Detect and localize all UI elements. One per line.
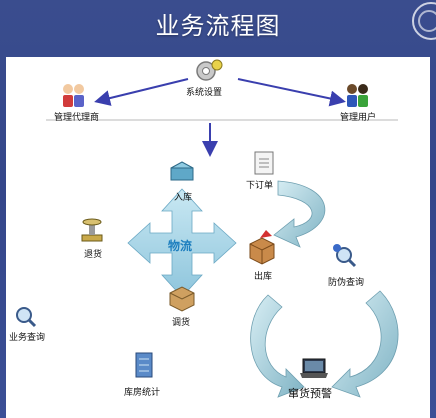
settings-to-agent-arrow [94, 78, 189, 106]
label-anti-counterfeit-query: 防伪查询 [328, 278, 365, 288]
label-stock-out: 出库 [254, 272, 273, 282]
label-logistics: 物流 [168, 239, 193, 253]
diagram-panel: 系统设置 管理代理商 管理用户 入库 下订单 物流 出库 退货 防伪查询 业务查… [6, 57, 430, 418]
label-agent-management: 管理代理商 [54, 113, 100, 123]
decorative-ring-inner [418, 10, 436, 32]
stock-out-box-icon [249, 230, 275, 265]
gear-icon [196, 59, 223, 81]
business-query-icon [16, 307, 37, 328]
diagram-canvas [16, 59, 399, 398]
label-place-order: 下订单 [246, 181, 274, 191]
user-people-icon [347, 84, 368, 107]
agent-people-icon [63, 84, 84, 107]
label-business-query: 业务查询 [9, 333, 46, 343]
stock-alert-laptop-icon [300, 358, 328, 378]
label-return-goods: 退货 [84, 250, 103, 260]
slide-title: 业务流程图 [155, 12, 281, 40]
settings-to-user-arrow [237, 78, 346, 107]
label-transfer-goods: 调货 [172, 318, 191, 328]
label-stock-in: 入库 [174, 193, 193, 203]
decorative-ring [412, 2, 436, 40]
order-clipboard-icon [254, 151, 274, 175]
anti-counterfeit-query-icon [333, 244, 357, 268]
transfer-goods-icon [169, 286, 195, 312]
label-system-settings: 系统设置 [186, 88, 223, 98]
stock-in-icon [170, 161, 194, 181]
order-curve-arrow [273, 180, 326, 248]
label-inventory-stats: 库房统计 [124, 388, 161, 398]
left-curve-arrow [250, 294, 305, 398]
inventory-stats-icon [135, 352, 153, 378]
return-goods-icon [81, 218, 103, 242]
right-curve-arrow [331, 290, 399, 398]
label-stock-alert: 窜货预警 [288, 387, 332, 400]
label-user-management: 管理用户 [340, 113, 377, 123]
